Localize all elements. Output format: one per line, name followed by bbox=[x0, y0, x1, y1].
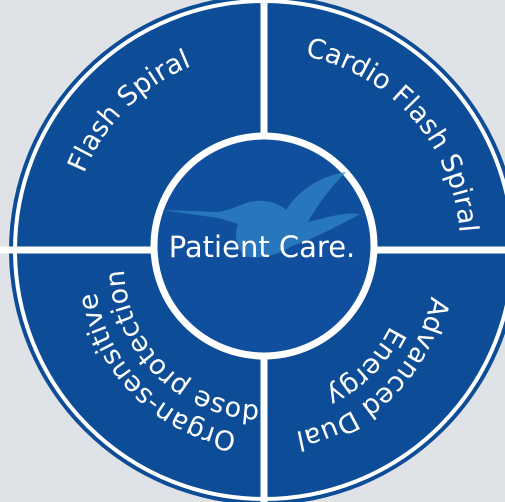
center-label: Patient Care. bbox=[169, 230, 356, 264]
hummingbird-icon bbox=[162, 172, 360, 258]
